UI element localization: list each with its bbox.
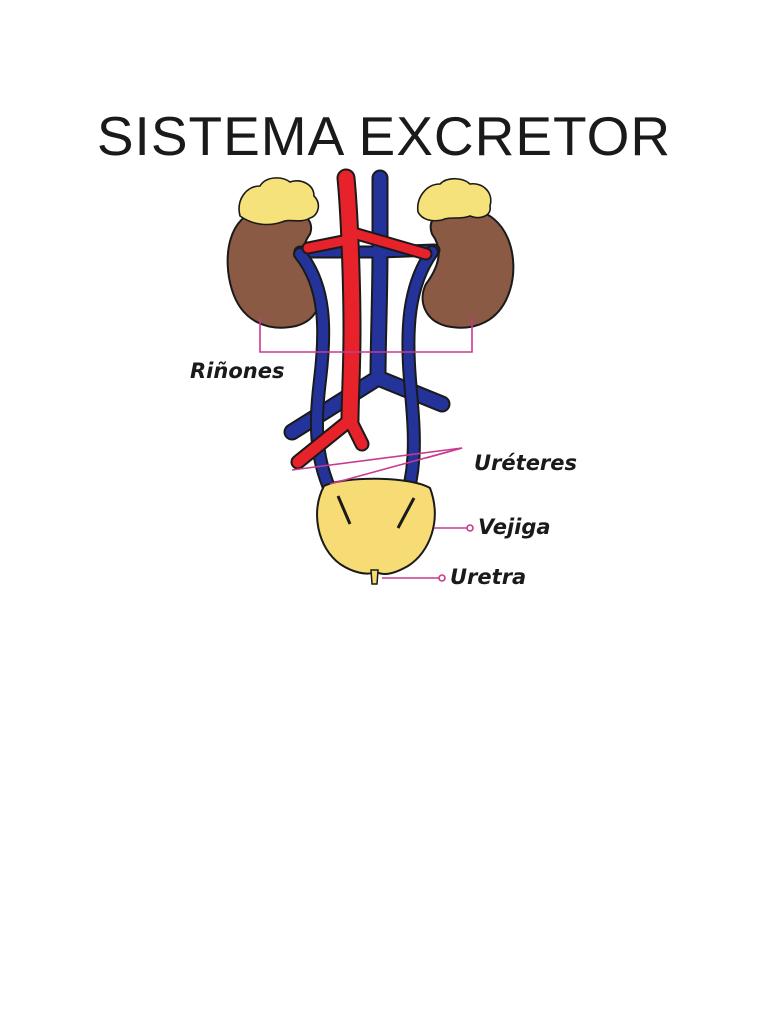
- page-title: SISTEMA EXCRETOR: [96, 105, 672, 167]
- kidneys-leader: [259, 318, 473, 353]
- label-ureters: Uréteres: [474, 451, 577, 475]
- label-kidneys: Riñones: [190, 359, 284, 383]
- left-ureter: [293, 247, 353, 527]
- left-adrenal-gland: [238, 177, 320, 226]
- bladder: [316, 477, 436, 575]
- ureters-leader: [291, 447, 463, 485]
- label-bladder: Vejiga: [478, 515, 551, 539]
- left-kidney: [226, 207, 321, 329]
- aorta: [292, 170, 431, 468]
- label-urethra: Uretra: [450, 565, 526, 589]
- bladder-leader: [434, 524, 474, 532]
- right-adrenal-gland: [416, 177, 492, 222]
- urethra-leader: [382, 574, 446, 582]
- right-ureter: [391, 245, 439, 531]
- urethra: [370, 569, 379, 585]
- right-kidney: [421, 208, 515, 329]
